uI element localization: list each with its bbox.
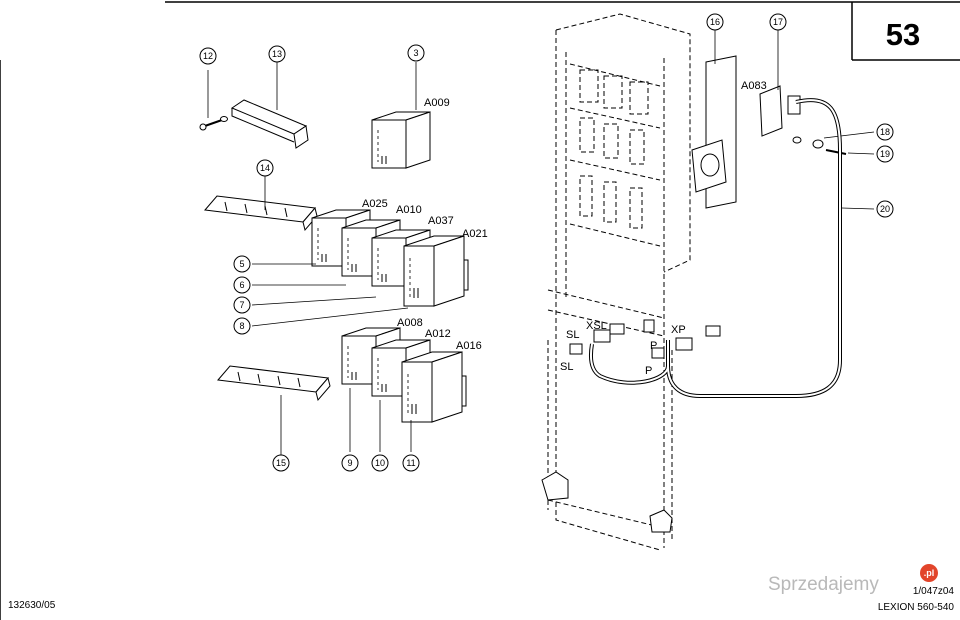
label-p-top: P [650, 340, 657, 352]
part-screw-12 [199, 70, 228, 131]
footer-left-code: 132630/05 [8, 600, 56, 611]
svg-text:12: 12 [203, 51, 213, 61]
watermark: Sprzedajemy .pl [768, 564, 938, 595]
frame-foot-left [541, 471, 569, 501]
svg-text:14: 14 [260, 163, 270, 173]
callout-5: 5 [233, 255, 251, 273]
callout-6: 6 [233, 276, 251, 294]
footer-model: LEXION 560-540 [878, 602, 955, 613]
frame-foot-right [649, 509, 673, 533]
svg-text:17: 17 [773, 17, 783, 27]
callout-9: 9 [341, 454, 359, 472]
svg-text:18: 18 [880, 127, 890, 137]
watermark-badge-icon [920, 564, 938, 582]
callout-11: 11 [402, 454, 420, 472]
callout-19: 19 [876, 145, 894, 163]
svg-text:3: 3 [413, 48, 418, 58]
label-a083: A083 [741, 80, 767, 92]
part-bracket-13 [230, 60, 309, 149]
label-sl-bottom: SL [560, 361, 573, 373]
callout-20: 20 [876, 200, 894, 218]
callout-10: 10 [371, 454, 389, 472]
label-sl-top: SL [566, 329, 579, 341]
footer-drawing-code: 1/047z04 [913, 586, 955, 597]
callout-16: 16 [706, 13, 724, 31]
module-a021 [403, 235, 469, 307]
svg-text:11: 11 [406, 458, 415, 468]
svg-text:10: 10 [375, 458, 385, 468]
part-side-bracket-16 [691, 30, 737, 209]
label-a009: A009 [424, 97, 450, 109]
label-xp: XP [671, 324, 686, 336]
callout-14: 14 [256, 159, 274, 177]
page-number: 53 [886, 17, 920, 52]
callout-7: 7 [233, 296, 251, 314]
callout-17: 17 [769, 13, 787, 31]
callout-12: 12 [199, 47, 217, 65]
callout-13: 13 [268, 45, 286, 63]
module-a009 [371, 111, 431, 169]
callout-15: 15 [272, 454, 290, 472]
svg-text:.pl: .pl [924, 568, 935, 578]
svg-text:5: 5 [239, 259, 244, 269]
part-connector-17 [759, 30, 875, 155]
part-rail-14 [204, 195, 318, 231]
callout-3: 3 [407, 44, 425, 62]
label-a010: A010 [396, 204, 422, 216]
svg-text:16: 16 [710, 17, 720, 27]
harness-connectors [569, 319, 721, 359]
label-a021: A021 [462, 228, 488, 240]
svg-text:19: 19 [880, 149, 890, 159]
part-rail-15 [217, 365, 331, 401]
module-a016 [401, 351, 467, 423]
label-a008: A008 [397, 317, 423, 329]
callout-18: 18 [876, 123, 894, 141]
svg-text:20: 20 [880, 204, 890, 214]
label-a012: A012 [425, 328, 451, 340]
svg-text:13: 13 [272, 49, 282, 59]
svg-text:15: 15 [276, 458, 286, 468]
svg-text:9: 9 [347, 458, 352, 468]
svg-text:6: 6 [239, 280, 244, 290]
svg-text:8: 8 [239, 321, 244, 331]
watermark-text: Sprzedajemy [768, 574, 879, 595]
label-p-bottom: P [645, 365, 652, 377]
label-a037: A037 [428, 215, 454, 227]
mounting-frame [547, 13, 691, 551]
label-a016: A016 [456, 340, 482, 352]
callout-8: 8 [233, 317, 251, 335]
label-a025: A025 [362, 198, 388, 210]
svg-text:7: 7 [239, 300, 244, 310]
label-xsl: XSL [586, 320, 607, 332]
